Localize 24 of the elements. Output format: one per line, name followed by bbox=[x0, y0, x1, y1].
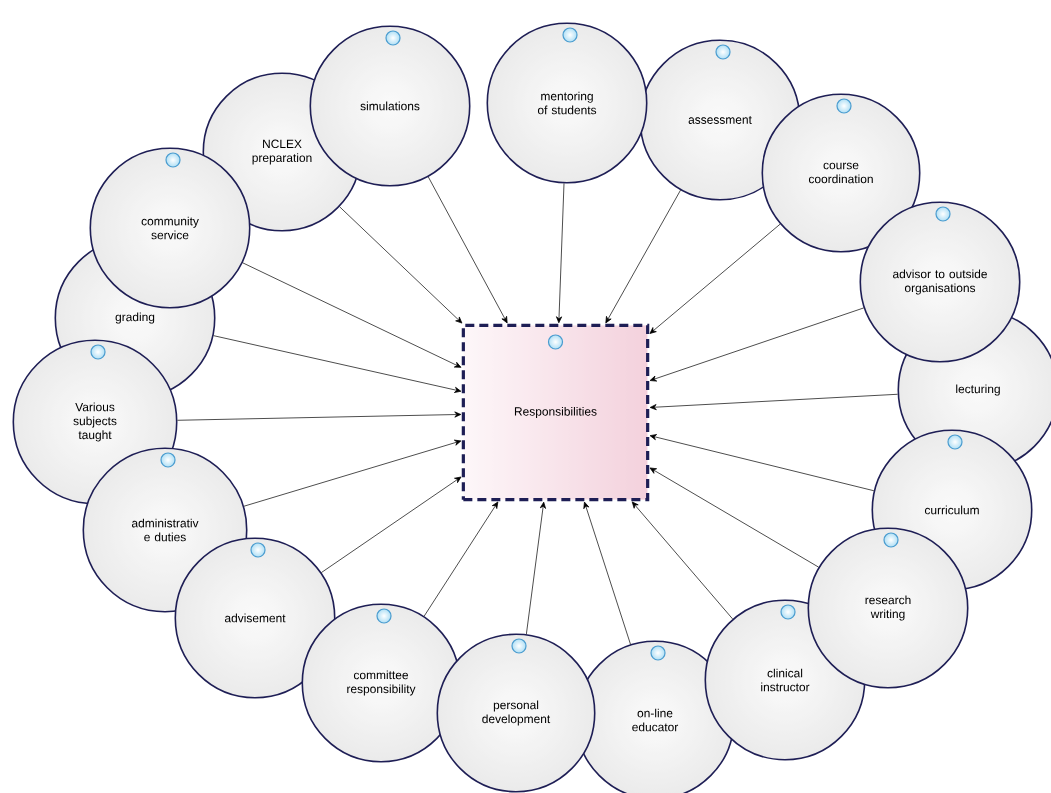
arrow bbox=[649, 307, 865, 382]
circle-node: community service bbox=[89, 147, 251, 309]
circle-node: advisor to outside organisations bbox=[859, 201, 1021, 363]
arrow bbox=[556, 183, 565, 324]
arrow bbox=[649, 393, 898, 411]
circle-node: course coordination bbox=[761, 93, 921, 253]
arrow bbox=[605, 189, 681, 324]
arrow bbox=[631, 501, 733, 620]
arrow bbox=[423, 501, 499, 617]
circle-node: mentoring of students bbox=[486, 22, 648, 184]
circle-node: personal development bbox=[436, 633, 596, 793]
arrow bbox=[526, 501, 546, 635]
arrow bbox=[321, 476, 462, 573]
dashed-box: Responsibilities bbox=[461, 323, 650, 502]
arrow bbox=[213, 335, 462, 393]
arrow bbox=[427, 176, 508, 324]
arrow bbox=[177, 411, 462, 421]
arrow bbox=[242, 262, 462, 368]
arrow bbox=[583, 501, 631, 645]
arrow bbox=[649, 467, 819, 568]
arrow bbox=[339, 206, 463, 324]
arrow bbox=[649, 434, 875, 492]
arrow bbox=[649, 223, 781, 334]
arrow bbox=[243, 439, 462, 507]
